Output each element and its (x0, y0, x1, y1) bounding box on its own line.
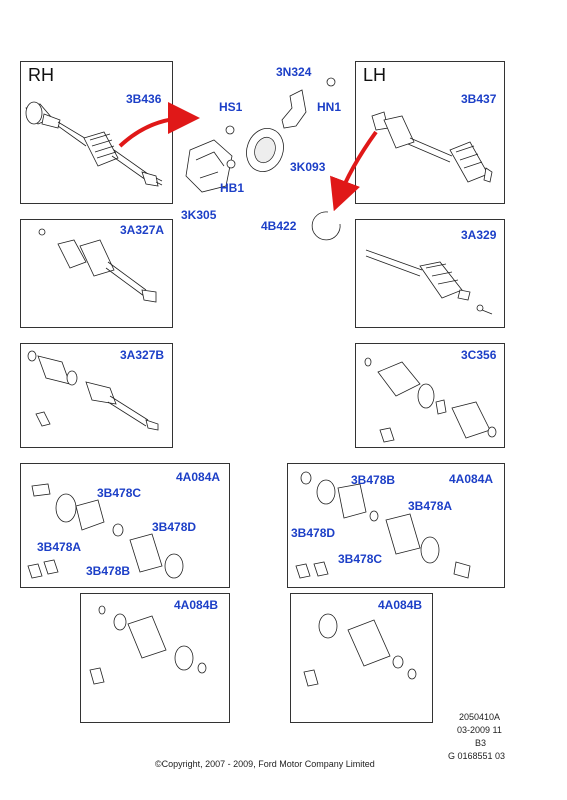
rh-3a327a-drawing (38, 228, 157, 303)
rh-label-3b478c: 3B478C (97, 486, 142, 500)
red-arrow-rh (118, 102, 200, 148)
rh-side-label: RH (28, 65, 54, 85)
rh-label-3b478a: 3B478A (37, 540, 82, 554)
lh-side-label: LH (363, 65, 387, 85)
part-label-rh-4a084a: 4A084A (176, 470, 221, 484)
rh-4a084a-drawing (27, 483, 184, 579)
lh-label-3b478d: 3B478D (291, 526, 336, 540)
center-label-4b422: 4B422 (261, 219, 297, 233)
rh-4a084b-drawing (89, 605, 207, 685)
lh-label-3b478a: 3B478A (408, 499, 453, 513)
center-label-hn1: HN1 (317, 100, 342, 114)
lh-label-3b478c: 3B478C (338, 552, 383, 566)
center-label-hs1: HS1 (219, 100, 243, 114)
part-label-3b437: 3B437 (461, 92, 497, 106)
center-bracket-assembly-drawing (185, 77, 341, 241)
part-label-3a327b: 3A327B (120, 348, 165, 362)
rh-3a327b-drawing (27, 350, 159, 431)
part-label-3b436: 3B436 (126, 92, 162, 106)
footer-ref: 2050410A (459, 712, 501, 722)
red-arrow-lh (330, 130, 378, 212)
footer-number: G 0168551 03 (448, 751, 506, 761)
part-label-lh-4a084b: 4A084B (378, 598, 423, 612)
rh-label-3b478d: 3B478D (152, 520, 197, 534)
rh-drive-shaft-drawing (25, 101, 163, 187)
lh-3a329-drawing (365, 249, 493, 315)
center-label-3k093: 3K093 (290, 160, 326, 174)
lh-drive-shaft-drawing (371, 111, 493, 183)
footer-code: B3 (475, 738, 487, 748)
footer-copyright: ©Copyright, 2007 - 2009, Ford Motor Comp… (155, 759, 375, 769)
panel-lh-3b437 (355, 61, 505, 204)
part-label-3c356: 3C356 (461, 348, 497, 362)
center-label-3n324: 3N324 (276, 65, 312, 79)
rh-label-3b478b: 3B478B (86, 564, 131, 578)
lh-4a084b-drawing (303, 613, 417, 687)
center-label-3k305: 3K305 (181, 208, 217, 222)
footer-date: 03-2009 11 (457, 725, 502, 735)
center-label-hb1: HB1 (220, 181, 245, 195)
part-label-3a327a: 3A327A (120, 223, 165, 237)
lh-3c356-drawing (364, 357, 497, 443)
part-label-rh-4a084b: 4A084B (174, 598, 219, 612)
part-label-3a329: 3A329 (461, 228, 497, 242)
lh-4a084a-drawing (295, 471, 471, 579)
part-label-lh-4a084a: 4A084A (449, 472, 494, 486)
lh-label-3b478b: 3B478B (351, 473, 396, 487)
panel-rh-4a084b (80, 593, 230, 723)
